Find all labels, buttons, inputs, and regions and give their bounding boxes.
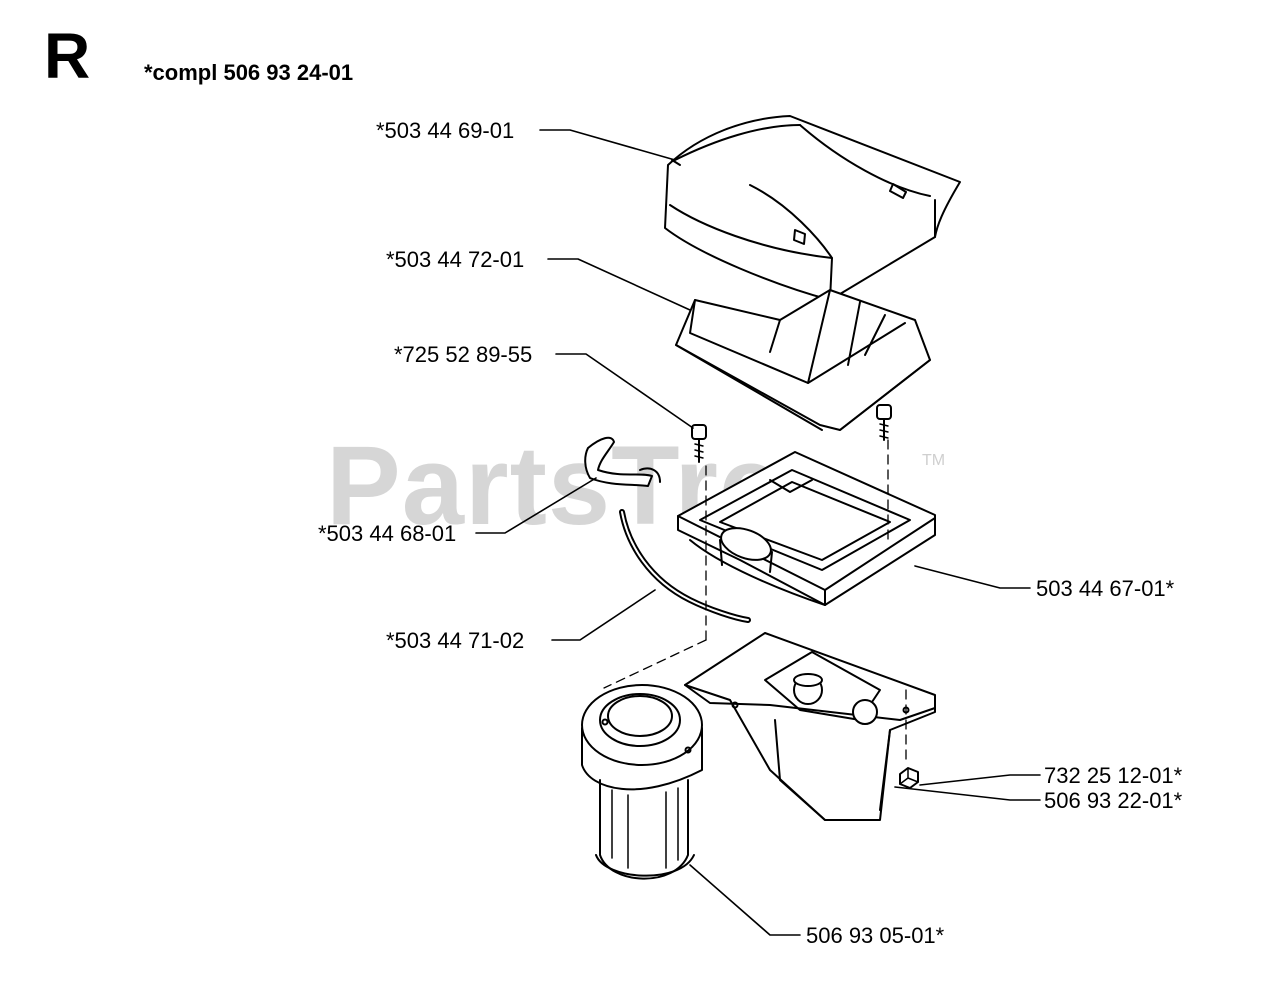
part-label-filter-element: *503 44 72-01 <box>386 247 525 272</box>
screw-drawing <box>691 404 892 463</box>
pre-filter-drawing <box>581 684 703 880</box>
nut-drawing <box>899 767 919 789</box>
part-label-screw: *725 52 89-55 <box>394 342 533 367</box>
hose-drawing <box>619 509 751 623</box>
complete-kit-number: *compl 506 93 24-01 <box>144 60 354 85</box>
clip-drawing <box>584 436 661 487</box>
watermark-trademark: TM <box>922 452 946 469</box>
filter-element-drawing <box>675 289 931 431</box>
part-label-hose: *503 44 71-02 <box>386 628 525 653</box>
leader-lines <box>475 129 1041 936</box>
assembly-lines <box>603 439 907 763</box>
section-letter: R <box>44 20 91 92</box>
part-label-clip: *503 44 68-01 <box>318 521 457 546</box>
intake-adapter-drawing <box>684 632 936 821</box>
part-label-nut: 732 25 12-01* <box>1044 763 1183 788</box>
air-filter-cover-drawing <box>664 115 961 301</box>
part-label-intake-adapter: 506 93 22-01* <box>1044 788 1183 813</box>
filter-holder-drawing <box>677 451 936 606</box>
part-label-filter-holder: 503 44 67-01* <box>1036 576 1175 601</box>
part-label-pre-filter: 506 93 05-01* <box>806 923 945 948</box>
part-label-air-filter-cover: *503 44 69-01 <box>376 118 515 143</box>
